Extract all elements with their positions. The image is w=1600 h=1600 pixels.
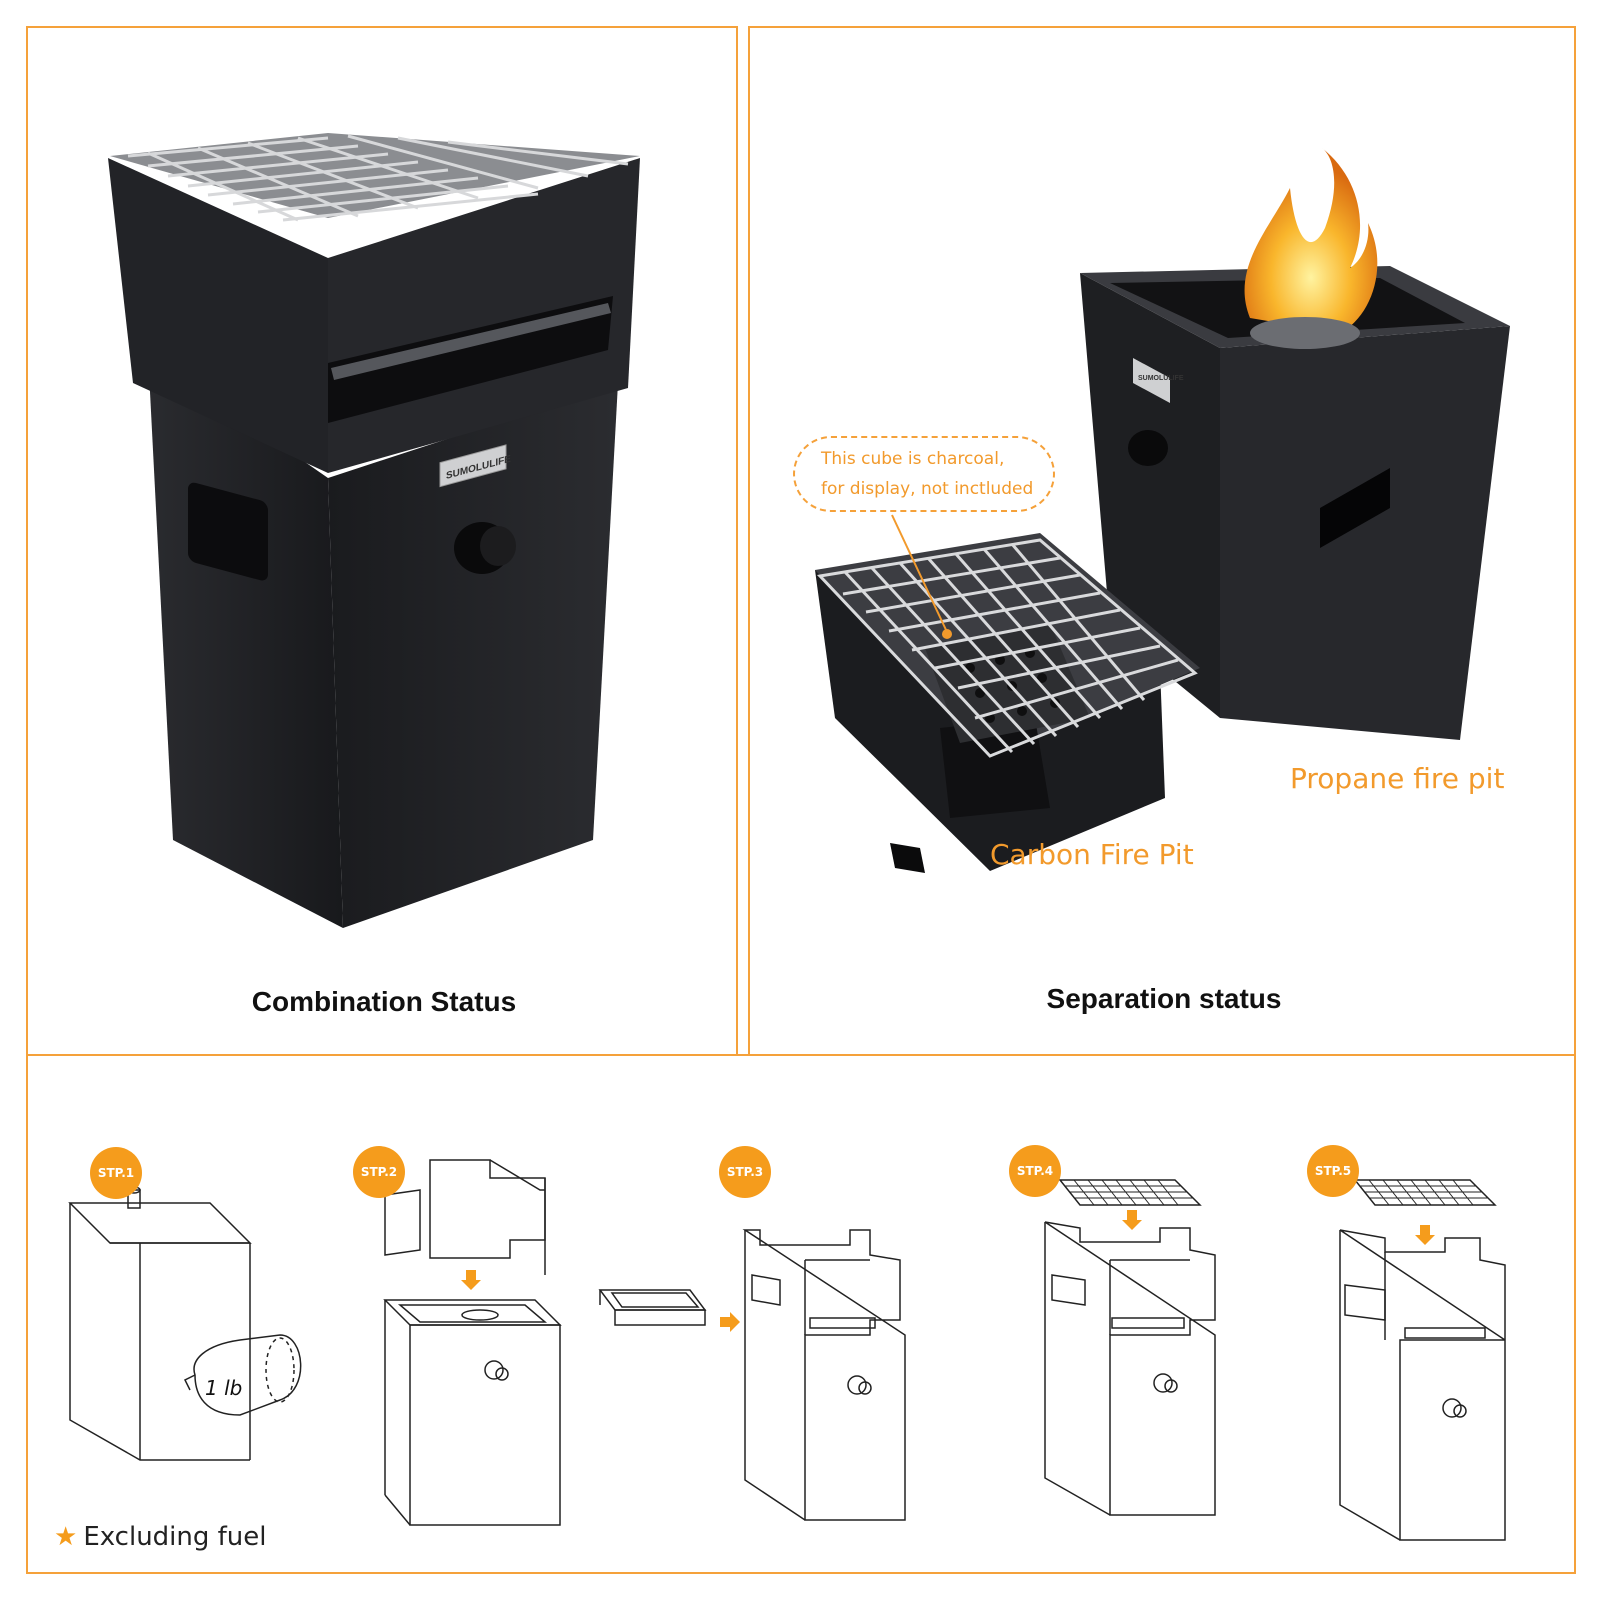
step3-diagram — [598, 1229, 906, 1521]
separation-caption: Separation status — [1046, 983, 1282, 1014]
fuel-note: ★Excluding fuel — [54, 1522, 267, 1552]
separation-panel: SUMOLULIFE Separation stat — [748, 26, 1576, 1056]
step-5-badge: STP.5 — [1307, 1145, 1359, 1197]
propane-fire-pit-label: Propane fire pit — [1290, 762, 1505, 795]
carbon-fire-pit-label: Carbon Fire Pit — [990, 838, 1194, 871]
step-2-badge: STP.2 — [353, 1146, 405, 1198]
combination-product-image: SUMOLULIFE — [108, 133, 640, 928]
combination-panel: SUMOLULIFE Combination Status — [26, 26, 738, 1056]
step-1-badge: STP.1 — [90, 1147, 142, 1199]
step2-arrow-icon — [461, 1270, 481, 1290]
step5-arrow-icon — [1415, 1225, 1435, 1245]
step5-diagram — [1339, 1179, 1506, 1541]
combination-caption: Combination Status — [251, 986, 517, 1017]
charcoal-callout: This cube is charcoal, for display, not … — [793, 436, 1055, 512]
assembly-steps-panel — [26, 1054, 1576, 1574]
separation-product-image: SUMOLULIFE — [815, 148, 1510, 873]
step1-diagram — [68, 1186, 302, 1461]
step2-diagram — [383, 1159, 562, 1526]
callout-line-2: for display, not inctluded — [821, 479, 1034, 499]
tank-label: 1 lb — [205, 1376, 242, 1400]
fuel-note-text: Excluding fuel — [83, 1522, 267, 1552]
step-arrows — [461, 1210, 1435, 1332]
star-icon: ★ — [54, 1522, 78, 1552]
step-3-badge: STP.3 — [719, 1146, 771, 1198]
step3-arrow-icon — [720, 1312, 740, 1332]
callout-line-1: This cube is charcoal, — [821, 449, 1005, 469]
separation-brand-text: SUMOLULIFE — [1138, 375, 1184, 382]
step4-diagram — [1044, 1179, 1216, 1516]
step4-arrow-icon — [1122, 1210, 1142, 1230]
step-4-badge: STP.4 — [1009, 1145, 1061, 1197]
